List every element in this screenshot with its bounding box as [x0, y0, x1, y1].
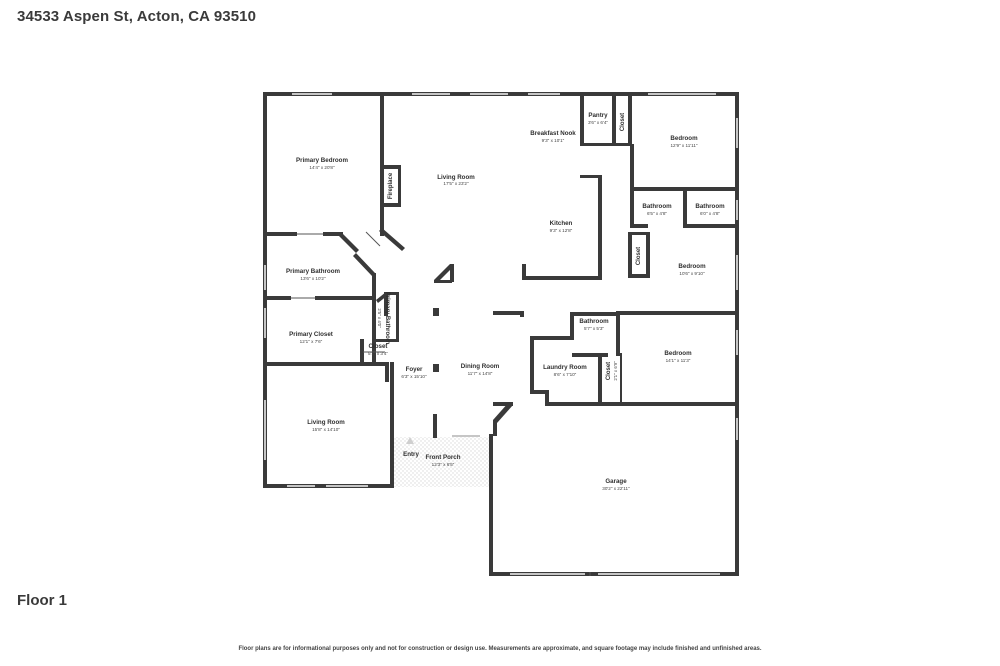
room-pantry-dim: 3'6" x 6'4" [588, 120, 608, 125]
room-bathroom-b-name: Bathroom [695, 203, 725, 210]
room-laundry-name: Laundry Room [543, 364, 587, 371]
room-primary-bedroom-name: Primary Bedroom [296, 157, 348, 164]
room-bedroom-top-dim: 12'9" x 11'11" [670, 143, 697, 148]
room-living-main-dim: 17'5" x 23'2" [443, 181, 469, 186]
room-bedroom-mid-dim: 10'6" x 9'10" [679, 271, 705, 276]
room-bathroom-c-dim: 5'7" x 5'3" [584, 326, 604, 331]
doors [291, 231, 591, 576]
room-front-porch-dim: 12'3" x 6'5" [432, 462, 455, 467]
room-closet-low-name: Closet [606, 362, 612, 380]
room-living-west-dim: 15'8" x 14'10" [312, 427, 340, 432]
room-kitchen-name: Kitchen [550, 220, 573, 227]
entry-arrow-icon [406, 437, 414, 444]
floor-label: Floor 1 [17, 592, 68, 609]
room-bedroom-mid-name: Bedroom [678, 263, 706, 270]
room-closet-top-name: Closet [620, 113, 626, 131]
front-porch-area [394, 437, 490, 487]
room-living-main-name: Living Room [437, 174, 475, 181]
room-dining-dim: 11'7" x 14'8" [468, 371, 493, 376]
room-garage-name: Garage [605, 478, 627, 485]
room-foyer-dim: 6'3" x 15'10" [401, 374, 427, 379]
room-breakfast-nook-name: Breakfast Nook [530, 130, 576, 137]
room-bathroom-c-name: Bathroom [579, 318, 609, 325]
room-bathroom-b-dim: 6'0" x 4'8" [700, 211, 720, 216]
room-primary-closet-dim: 12'1" x 7'6" [300, 339, 323, 344]
room-closet-low-dim: 2'1" x 6'9" [613, 361, 618, 381]
room-pantry-name: Pantry [588, 112, 608, 119]
room-primary-bedroom-dim: 14'4" x 20'8" [309, 165, 335, 170]
room-laundry-dim: 8'6" x 7'10" [554, 372, 577, 377]
room-bedroom-low-dim: 14'1" x 11'3" [666, 358, 691, 363]
room-entry-name: Entry [403, 451, 419, 458]
room-primary-bathroom-small-name: Primary Bathroom [384, 292, 390, 344]
room-garage-dim: 30'2" x 22'11" [602, 486, 630, 491]
room-breakfast-nook-dim: 9'3" x 10'1" [542, 138, 565, 143]
room-living-west-name: Living Room [307, 419, 345, 426]
room-closet-mid-name: Closet [636, 247, 642, 265]
room-bathroom-a-name: Bathroom [642, 203, 672, 210]
windows [264, 93, 738, 575]
room-bedroom-low-name: Bedroom [664, 350, 692, 357]
room-primary-bathroom-name: Primary Bathroom [286, 268, 340, 275]
room-primary-bathroom-small-dim: 2'5" x 4'0" [377, 308, 382, 328]
room-bathroom-a-dim: 6'5" x 4'8" [647, 211, 667, 216]
room-kitchen-dim: 9'3" x 12'8" [550, 228, 573, 233]
room-primary-bathroom-dim: 13'6" x 10'2" [300, 276, 326, 281]
disclaimer-text: Floor plans are for informational purpos… [238, 646, 762, 652]
property-address: 34533 Aspen St, Acton, CA 93510 [17, 8, 257, 25]
room-front-porch-name: Front Porch [425, 454, 460, 461]
room-primary-closet-name: Primary Closet [289, 331, 333, 338]
room-dining-name: Dining Room [461, 363, 500, 370]
room-closet-small-name: Closet [369, 343, 388, 350]
room-foyer-name: Foyer [406, 366, 423, 373]
room-fireplace-name: Fireplace [388, 172, 394, 199]
room-closet-small-dim: 5'1" x 3'4" [368, 351, 388, 356]
room-bedroom-top-name: Bedroom [670, 135, 698, 142]
